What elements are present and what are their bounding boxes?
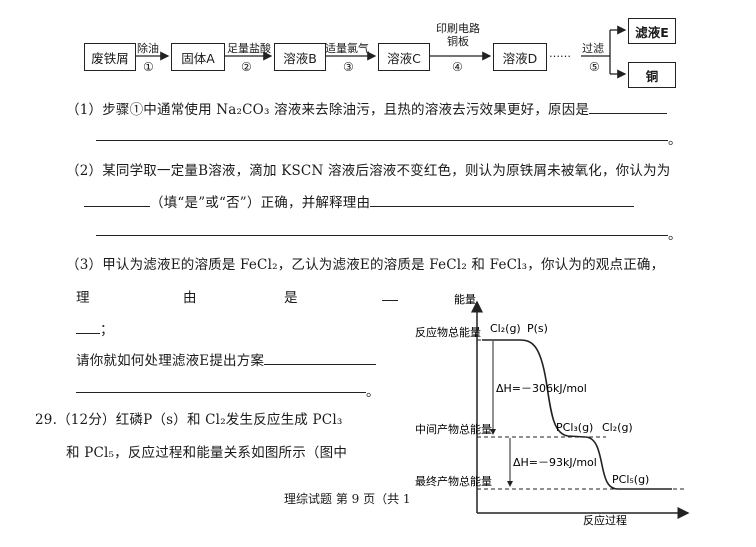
question-3-plan: 请你就如何处理滤液E提出方案	[76, 349, 377, 369]
level-label-intermediate: 中间产物总能量	[415, 422, 492, 436]
question-2-end: 。	[668, 227, 682, 243]
energy-curve	[482, 339, 672, 490]
answer-blank-2b[interactable]	[370, 194, 635, 207]
flow-box-solution-d: 溶液D	[493, 43, 547, 71]
question-1-text: （1）步骤①中通常使用 Na₂CO₃ 溶液来去除油污，且热的溶液去污效果更好，原…	[66, 102, 590, 118]
question-2-line2: （填“是”或“否”）正确，并解释理由	[84, 191, 635, 211]
flow-dots: ……	[549, 47, 571, 60]
flow-box-waste-iron: 废铁屑	[84, 43, 136, 71]
question-29-line2: 和 PCl₅，反应过程和能量关系如图所示（图中	[66, 445, 348, 461]
page-footer: 理综试题 第 9 页（共 1	[284, 492, 411, 506]
species-p-top: P(s)	[527, 322, 548, 335]
flow-label-chlorine: 适量氯气	[325, 42, 369, 55]
answer-line-3a[interactable]	[382, 300, 398, 301]
question-1: （1）步骤①中通常使用 Na₂CO₃ 溶液来去除油污，且热的溶液去污效果更好，原…	[66, 98, 668, 118]
species-pcl5-bottom: PCl₅(g)	[612, 473, 649, 486]
answer-blank-2a[interactable]	[84, 194, 150, 207]
answer-blank-1a[interactable]	[589, 101, 668, 114]
flow-step-2: ②	[241, 60, 252, 74]
level-label-products: 最终产物总能量	[415, 474, 492, 488]
species-cl2-mid: Cl₂(g)	[602, 421, 633, 434]
flow-label-filter: 过滤	[582, 42, 604, 55]
answer-line-2c[interactable]	[96, 235, 668, 236]
answer-blank-3c[interactable]	[264, 352, 377, 365]
flow-step-4: ④	[452, 60, 463, 74]
species-pcl3-mid: PCl₃(g)	[556, 421, 593, 434]
dh1-label: ΔH=－306kJ/mol	[496, 382, 587, 395]
question-2-line1: （2）某同学取一定量B溶液，滴加 KSCN 溶液后溶液不变红色，则认为原铁屑未被…	[66, 163, 671, 179]
x-axis-label: 反应过程	[583, 513, 627, 527]
reason-char-2: 由	[183, 290, 197, 306]
species-cl2-top: Cl₂(g)	[490, 322, 521, 335]
question-3-end: 。	[366, 384, 380, 400]
flow-label-degrease: 除油	[137, 42, 159, 55]
answer-line-1b[interactable]	[96, 140, 668, 141]
flow-step-1: ①	[143, 60, 154, 74]
flow-arrows	[136, 25, 627, 79]
flow-box-solution-c: 溶液C	[378, 43, 430, 71]
flow-box-copper: 铜	[628, 62, 676, 88]
question-3-line1: （3）甲认为滤液E的溶质是 FeCl₂，乙认为滤液E的溶质是 FeCl₂ 和 F…	[66, 257, 665, 273]
flow-box-solid-a: 固体A	[171, 43, 225, 71]
question-1-end: 。	[668, 132, 682, 148]
flow-step-5: ⑤	[589, 60, 600, 74]
question-29-line1: 29.（12分）红磷P（s）和 Cl₂发生反应生成 PCl₃	[35, 412, 343, 428]
reason-char-1: 理	[76, 290, 90, 306]
y-axis-label: 能量	[454, 292, 476, 306]
flow-step-3: ③	[343, 60, 354, 74]
flow-label-circuit-board: 印刷电路铜板	[436, 22, 480, 48]
flow-box-filtrate-e: 滤液E	[628, 18, 676, 44]
dh2-label: ΔH=－93kJ/mol	[513, 456, 597, 469]
question-3-reason-end: ；	[76, 318, 114, 338]
flow-box-solution-b: 溶液B	[274, 43, 326, 71]
reason-char-3: 是	[284, 290, 298, 306]
flow-label-hcl: 足量盐酸	[227, 42, 271, 55]
answer-blank-3b[interactable]	[76, 321, 100, 334]
answer-line-3d[interactable]	[76, 392, 366, 393]
level-label-reactants: 反应物总能量	[415, 325, 481, 339]
